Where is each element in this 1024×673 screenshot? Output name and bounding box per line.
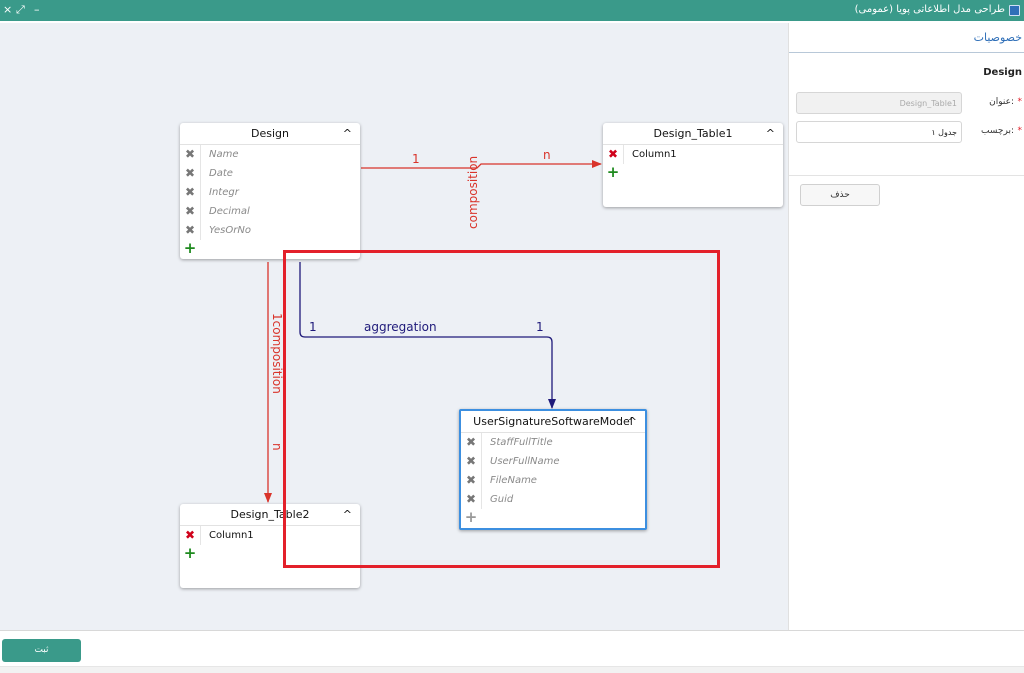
table-name: Design: [251, 127, 289, 140]
field-name[interactable]: Date: [209, 168, 233, 179]
delete-field-icon[interactable]: ✖: [607, 147, 619, 161]
footer-bar: ثبت: [0, 630, 1024, 673]
title-row: * عنوان:: [788, 92, 1024, 114]
delete-field-icon[interactable]: ✖: [184, 147, 196, 161]
field-row[interactable]: ✖ FileName: [461, 471, 645, 490]
field-name[interactable]: Column1: [632, 149, 677, 160]
table-design-table2[interactable]: Design_Table2 ^ ✖ Column1 +: [180, 504, 360, 588]
composition-top-target-card: n: [543, 148, 551, 162]
field-name[interactable]: FileName: [490, 475, 537, 486]
table-name: UserSignatureSoftwareModel: [473, 415, 633, 428]
table-name: Design_Table2: [230, 508, 310, 521]
delete-field-icon[interactable]: ✖: [465, 435, 477, 449]
field-row[interactable]: ✖ Date: [180, 164, 360, 183]
field-name[interactable]: Integr: [209, 187, 239, 198]
add-field-icon[interactable]: +: [183, 239, 197, 257]
table-header[interactable]: Design ^: [180, 123, 360, 145]
required-mark: *: [1017, 97, 1023, 107]
delete-field-icon[interactable]: ✖: [184, 166, 196, 180]
app-icon: [1009, 4, 1020, 16]
tag-field[interactable]: [796, 121, 962, 143]
field-row[interactable]: ✖ Column1: [603, 145, 783, 164]
table-user-signature-software-model[interactable]: UserSignatureSoftwareModel ^ ✖ StaffFullT…: [459, 409, 647, 530]
field-row[interactable]: ✖ Guid: [461, 490, 645, 509]
collapse-icon[interactable]: ^: [627, 415, 637, 428]
maximize-icon[interactable]: ⤢: [16, 3, 25, 16]
field-row[interactable]: ✖ UserFullName: [461, 452, 645, 471]
field-row[interactable]: ✖ StaffFullTitle: [461, 433, 645, 452]
field-row[interactable]: ✖ Integr: [180, 183, 360, 202]
field-name[interactable]: YesOrNo: [209, 225, 251, 236]
table-name: Design_Table1: [653, 127, 733, 140]
required-mark: *: [1017, 126, 1023, 136]
field-row[interactable]: ✖ Name: [180, 145, 360, 164]
collapse-icon[interactable]: ^: [342, 508, 352, 521]
composition-top-label: composition: [466, 156, 480, 229]
table-header[interactable]: Design_Table2 ^: [180, 504, 360, 526]
field-name[interactable]: Name: [209, 149, 239, 160]
composition-down-target-card: n: [270, 443, 284, 451]
add-field-icon[interactable]: +: [464, 508, 478, 526]
divider: [789, 175, 1024, 176]
tag-label: برچسب:: [981, 126, 1014, 136]
delete-field-icon[interactable]: ✖: [465, 454, 477, 468]
tag-row: * برچسب:: [788, 121, 1024, 143]
delete-button[interactable]: حذف: [800, 184, 880, 206]
title-field[interactable]: [796, 92, 962, 114]
delete-field-icon[interactable]: ✖: [465, 492, 477, 506]
aggregation-source-card: 1: [309, 320, 317, 334]
composition-top-source-card: 1: [412, 152, 420, 166]
window-title: طراحی مدل اطلاعاتی پویا (عمومی): [854, 4, 1005, 15]
bottom-strip: [0, 666, 1024, 673]
composition-link-top[interactable]: [361, 160, 602, 169]
diagram-links: 1 n composition 1 aggregation 1 1composi…: [264, 148, 602, 503]
close-icon[interactable]: ×: [3, 3, 13, 16]
field-name[interactable]: Decimal: [209, 206, 250, 217]
aggregation-link[interactable]: [299, 262, 556, 409]
properties-title: خصوصیات: [973, 31, 1022, 44]
composition-down-label: 1composition: [270, 313, 284, 394]
field-name[interactable]: UserFullName: [490, 456, 560, 467]
aggregation-label: aggregation: [364, 320, 437, 334]
diagram-canvas[interactable]: 1 n composition 1 aggregation 1 1composi…: [0, 23, 788, 630]
window-titlebar: × ⤢ – طراحی مدل اطلاعاتی پویا (عمومی): [0, 0, 1024, 21]
field-name[interactable]: Column1: [209, 530, 254, 541]
delete-field-icon[interactable]: ✖: [184, 223, 196, 237]
field-row[interactable]: ✖ Column1: [180, 526, 360, 545]
add-field-icon[interactable]: +: [606, 163, 620, 181]
collapse-icon[interactable]: ^: [765, 127, 775, 140]
window-title-group: طراحی مدل اطلاعاتی پویا (عمومی): [855, 2, 1020, 18]
properties-header: خصوصیات: [789, 23, 1024, 53]
table-design[interactable]: Design ^ ✖ Name ✖ Date ✖ Integr ✖ Decimal ✖ Y…: [180, 123, 360, 259]
title-label: عنوان:: [989, 97, 1014, 107]
table-design-table1[interactable]: Design_Table1 ^ ✖ Column1 +: [603, 123, 783, 207]
delete-field-icon[interactable]: ✖: [184, 204, 196, 218]
table-header[interactable]: Design_Table1 ^: [603, 123, 783, 145]
delete-field-icon[interactable]: ✖: [184, 185, 196, 199]
field-row[interactable]: ✖ YesOrNo: [180, 221, 360, 240]
selected-element-name: Design: [983, 67, 1022, 78]
aggregation-target-card: 1: [536, 320, 544, 334]
field-name[interactable]: StaffFullTitle: [490, 437, 553, 448]
table-header[interactable]: UserSignatureSoftwareModel ^: [461, 411, 645, 433]
field-row[interactable]: ✖ Decimal: [180, 202, 360, 221]
add-field-icon[interactable]: +: [183, 544, 197, 562]
delete-field-icon[interactable]: ✖: [465, 473, 477, 487]
minimize-icon[interactable]: –: [34, 3, 40, 16]
delete-field-icon[interactable]: ✖: [184, 528, 196, 542]
properties-panel: خصوصیات Design * عنوان: * برچسب: حذف: [788, 23, 1024, 630]
collapse-icon[interactable]: ^: [342, 127, 352, 140]
field-name[interactable]: Guid: [490, 494, 514, 505]
save-button[interactable]: ثبت: [2, 639, 81, 662]
